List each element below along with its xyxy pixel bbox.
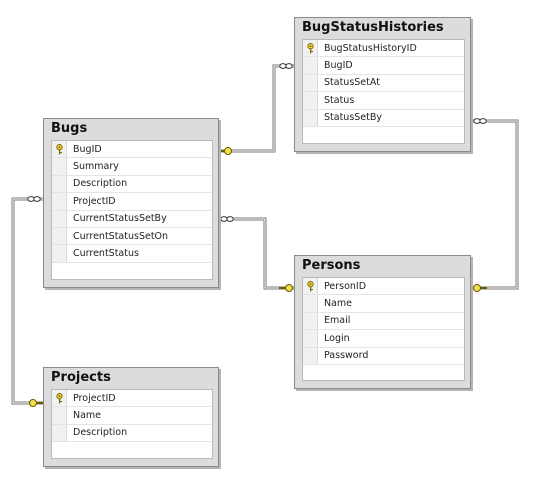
column-row[interactable]: PersonID: [303, 278, 464, 296]
column-name: Name: [324, 298, 353, 310]
primary-key-icon: [55, 392, 64, 404]
column-name: StatusSetBy: [324, 112, 383, 124]
primary-key-icon: [306, 42, 315, 54]
column-row[interactable]: BugID: [52, 141, 212, 159]
column-row[interactable]: Description: [52, 424, 212, 443]
column-name: StatusSetAt: [324, 77, 380, 89]
row-selector[interactable]: [303, 295, 318, 312]
key-end-icon: [218, 147, 232, 155]
column-row[interactable]: Password: [303, 347, 464, 365]
column-name: Summary: [73, 161, 119, 173]
column-name: Name: [73, 410, 102, 422]
row-selector[interactable]: [303, 92, 318, 109]
column-row[interactable]: CurrentStatusSetBy: [52, 210, 212, 228]
column-name: Description: [73, 178, 128, 190]
column-row[interactable]: Summary: [52, 158, 212, 176]
row-selector[interactable]: [52, 424, 67, 442]
column-row[interactable]: Email: [303, 312, 464, 331]
column-name: Password: [324, 350, 369, 362]
relationship-bugs-bugstatushistories[interactable]: [214, 63, 296, 155]
primary-key-icon: [55, 143, 64, 155]
column-row[interactable]: Name: [52, 407, 212, 425]
column-row[interactable]: Description: [52, 175, 212, 194]
column-row[interactable]: StatusSetAt: [303, 74, 464, 93]
row-selector[interactable]: [52, 158, 67, 175]
column-name: BugStatusHistoryID: [324, 42, 417, 54]
column-name: Email: [324, 315, 351, 327]
infinity-icon: [279, 63, 293, 69]
column-name: CurrentStatusSetBy: [73, 213, 167, 225]
column-row[interactable]: Status: [303, 92, 464, 110]
row-selector[interactable]: [52, 390, 67, 407]
row-selector[interactable]: [303, 312, 318, 330]
column-name: CurrentStatus: [73, 248, 139, 260]
row-selector[interactable]: [52, 210, 67, 227]
row-selector[interactable]: [52, 141, 67, 158]
column-row[interactable]: CurrentStatus: [52, 245, 212, 263]
row-selector[interactable]: [52, 227, 67, 245]
row-selector[interactable]: [52, 193, 67, 210]
column-row[interactable]: StatusSetBy: [303, 109, 464, 127]
column-row[interactable]: BugID: [303, 57, 464, 75]
infinity-icon: [220, 216, 234, 222]
table-title[interactable]: Persons: [302, 258, 361, 273]
relationship-bugs-projects[interactable]: [11, 196, 44, 407]
row-selector[interactable]: [52, 407, 67, 424]
table-title[interactable]: Bugs: [51, 121, 88, 136]
column-row[interactable]: ProjectID: [52, 390, 212, 408]
column-name: PersonID: [324, 280, 367, 292]
key-end-icon: [473, 284, 487, 292]
row-selector[interactable]: [303, 40, 318, 57]
column-row[interactable]: Login: [303, 330, 464, 348]
column-name: Login: [324, 332, 350, 344]
column-row[interactable]: BugStatusHistoryID: [303, 40, 464, 58]
infinity-icon: [473, 118, 487, 124]
key-end-icon: [279, 284, 293, 292]
relationship-bugstatushistories-persons[interactable]: [464, 118, 519, 292]
row-selector[interactable]: [303, 57, 318, 74]
table-title[interactable]: Projects: [51, 370, 111, 385]
column-row[interactable]: Name: [303, 295, 464, 313]
column-name: CurrentStatusSetOn: [73, 230, 169, 242]
row-selector[interactable]: [52, 245, 67, 262]
column-row[interactable]: CurrentStatusSetOn: [52, 227, 212, 246]
key-end-icon: [29, 399, 43, 407]
column-name: BugID: [324, 60, 353, 72]
row-selector[interactable]: [303, 278, 318, 295]
infinity-icon: [27, 196, 41, 202]
column-name: Description: [73, 427, 128, 439]
column-name: Status: [324, 94, 355, 106]
row-selector[interactable]: [303, 347, 318, 364]
row-selector[interactable]: [303, 74, 318, 92]
column-name: ProjectID: [73, 195, 116, 207]
column-name: BugID: [73, 143, 102, 155]
table-title[interactable]: BugStatusHistories: [302, 20, 444, 35]
row-selector[interactable]: [303, 109, 318, 126]
column-name: ProjectID: [73, 392, 116, 404]
primary-key-icon: [306, 280, 315, 292]
row-selector[interactable]: [303, 330, 318, 347]
row-selector[interactable]: [52, 175, 67, 193]
relationship-bugs-persons[interactable]: [214, 216, 296, 292]
column-row[interactable]: ProjectID: [52, 193, 212, 211]
